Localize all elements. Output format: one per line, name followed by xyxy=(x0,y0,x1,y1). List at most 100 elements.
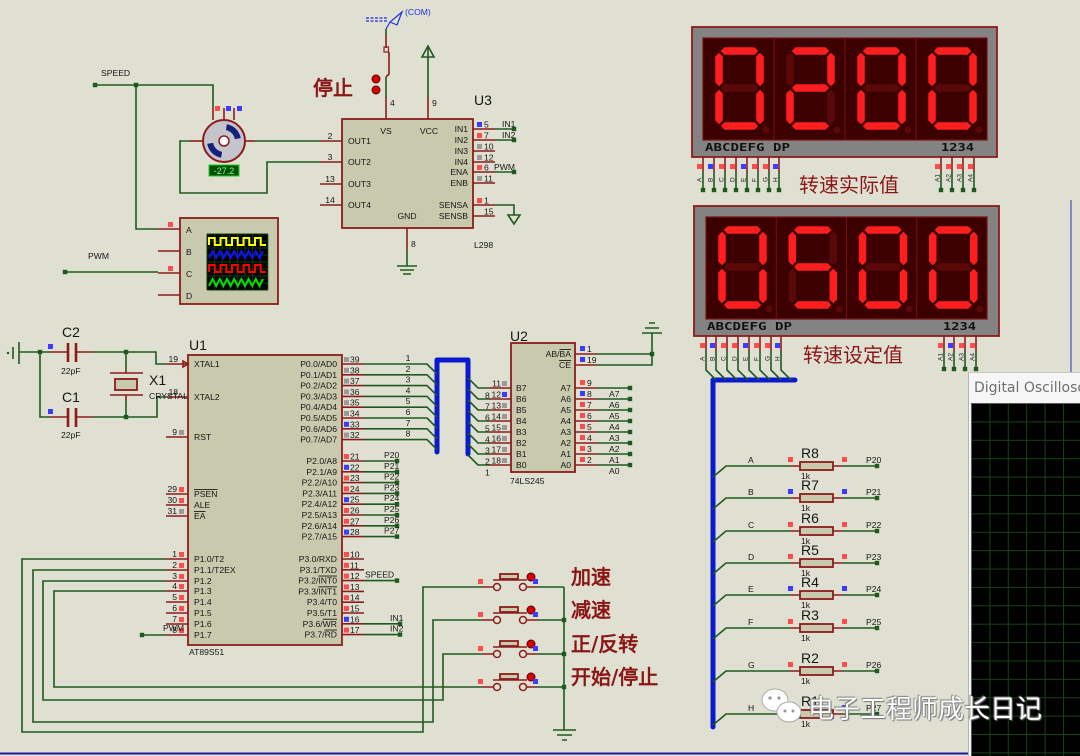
pin-number: 13 xyxy=(325,174,335,184)
resistor-body[interactable] xyxy=(799,558,834,568)
oscilloscope-instrument[interactable]: ABCD xyxy=(158,217,279,305)
logic-state-low-indicator xyxy=(533,679,538,684)
net-label: PWM xyxy=(494,162,515,172)
pin-name-text: B5 xyxy=(516,405,527,415)
push-button-4[interactable]: 开始/停止 xyxy=(478,665,658,692)
resistor-body[interactable] xyxy=(799,526,834,536)
wire-bus-entry xyxy=(364,406,438,418)
pin-name: RST xyxy=(194,432,212,442)
button-cap[interactable] xyxy=(499,673,519,680)
logic-state-low-indicator xyxy=(533,579,538,584)
wire-bus-entry xyxy=(467,388,489,400)
capacitors[interactable]: C2 22pF C1 22pF xyxy=(48,324,81,440)
crystal-x1[interactable]: X1 CRYSTAL xyxy=(149,372,188,401)
logic-state-high-indicator xyxy=(580,424,585,429)
pin-name-overbar-text: RD xyxy=(325,630,337,640)
pin-number: 1 xyxy=(172,549,177,559)
logic-state-high-indicator xyxy=(478,646,483,651)
logic-state-high-indicator xyxy=(721,343,726,348)
net-label: E xyxy=(748,584,754,594)
resistor-body[interactable] xyxy=(799,461,834,471)
logic-state-low-indicator xyxy=(533,612,538,617)
pin-name-text: B1 xyxy=(516,449,527,459)
resistor-body[interactable] xyxy=(799,590,834,600)
logic-state-low-indicator xyxy=(842,489,847,494)
digital-oscilloscope-window[interactable]: Digital Oscilloscope xyxy=(968,372,1080,756)
button-contact xyxy=(518,582,528,592)
button-cap[interactable] xyxy=(499,606,519,613)
pin-number: 38 xyxy=(350,365,360,375)
pin-name-text: SENSA xyxy=(439,200,468,210)
segment-g xyxy=(934,263,972,271)
oscilloscope-title-bar[interactable]: Digital Oscilloscope xyxy=(969,373,1080,402)
pin-number: 7 xyxy=(587,400,592,410)
segment-e xyxy=(928,89,936,125)
pin-name: P2.2/A10 xyxy=(302,478,338,488)
push-button-1[interactable]: 加速 xyxy=(478,565,611,592)
logic-state-high-indicator xyxy=(763,164,768,169)
net-label: P27 xyxy=(384,526,400,536)
u3-body[interactable] xyxy=(341,118,474,229)
crystal-body[interactable] xyxy=(114,378,138,391)
pin-number: 10 xyxy=(484,142,494,152)
pin-name: P0.0/AD0 xyxy=(300,359,337,369)
u2-body[interactable] xyxy=(510,342,576,473)
resistor-body[interactable] xyxy=(799,623,834,633)
component-value: 1k xyxy=(801,633,811,643)
button-cap[interactable] xyxy=(499,573,519,580)
resistor-body[interactable] xyxy=(799,493,834,503)
pin-name-text: A3 xyxy=(560,427,571,437)
stop-switch[interactable]: 停止 (COM) xyxy=(313,7,431,100)
scope-trace xyxy=(208,237,266,246)
segment-e xyxy=(857,89,865,125)
segment-c xyxy=(759,268,767,304)
segment-b xyxy=(899,231,908,266)
push-button-2[interactable]: 减速 xyxy=(478,598,611,625)
button-contact xyxy=(492,682,502,692)
stop-switch-actuator[interactable] xyxy=(371,74,381,84)
push-button-3[interactable]: 正/反转 xyxy=(478,632,638,659)
dc-motor[interactable]: -27.2 xyxy=(202,106,246,177)
logic-state-high-indicator xyxy=(344,606,349,611)
button-label: 正/反转 xyxy=(571,632,638,656)
wire-junction xyxy=(627,462,633,468)
pin-name: P1.1/T2EX xyxy=(194,565,236,575)
oscilloscope-display-screen[interactable] xyxy=(971,403,1080,756)
wire-junction xyxy=(627,440,633,446)
pin-name: SENSA xyxy=(439,200,468,210)
u1-body[interactable] xyxy=(187,354,343,646)
wire-terminal xyxy=(62,269,68,275)
segment-c xyxy=(969,89,977,125)
logic-state-high-indicator xyxy=(697,164,702,169)
channel-label: C xyxy=(186,269,192,279)
wire-junction xyxy=(874,560,880,566)
u3-ref: U3 xyxy=(474,92,492,108)
segment-c xyxy=(829,268,837,304)
segment-g xyxy=(933,84,972,92)
button-cap[interactable] xyxy=(499,640,519,647)
pin-name-text: OUT1 xyxy=(348,136,371,146)
stop-switch-actuator[interactable] xyxy=(371,85,381,95)
wire-junction xyxy=(394,578,400,583)
stop-switch-latch[interactable] xyxy=(383,46,390,53)
stop-switch-contact xyxy=(385,35,390,78)
pin-name-text: P3.0/RXD xyxy=(299,554,337,564)
resistor-body[interactable] xyxy=(799,666,834,676)
